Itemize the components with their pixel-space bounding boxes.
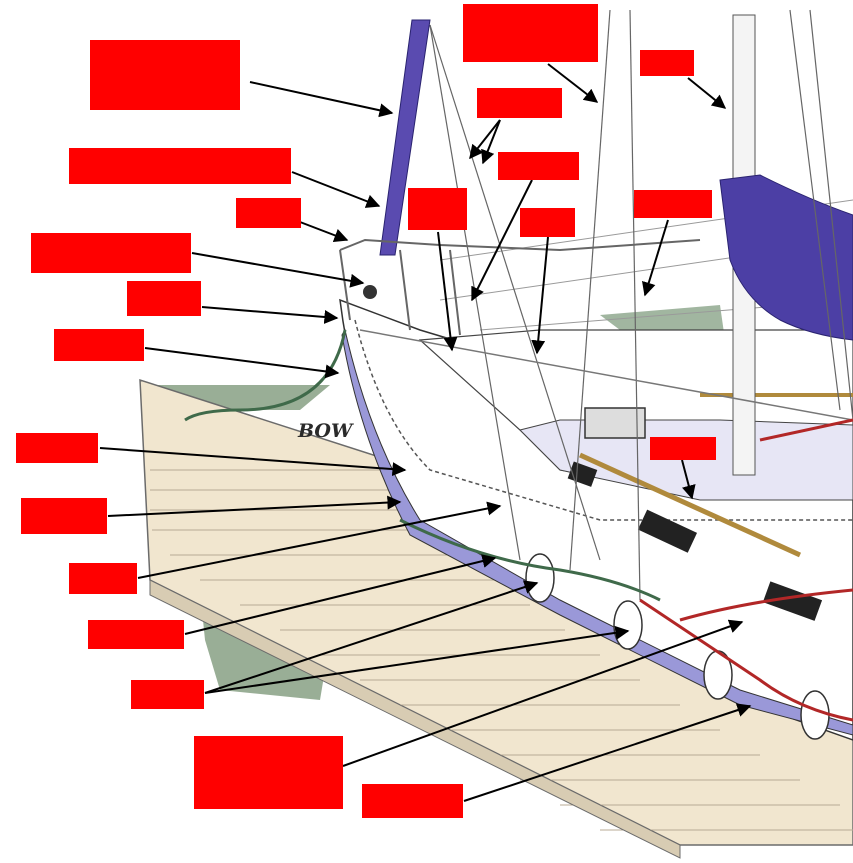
label-box-14 [650,437,716,460]
label-box-8 [408,188,467,230]
label-box-21 [362,784,463,818]
label-box-4 [477,88,562,118]
label-box-20 [194,736,343,809]
hatch [585,408,645,438]
label-box-13 [54,329,144,361]
label-box-1 [90,40,240,110]
label-box-17 [69,563,137,594]
label-box-19 [131,680,204,709]
label-box-18 [88,620,184,649]
label-box-10 [634,190,712,218]
label-box-5 [69,148,291,184]
label-box-7 [236,198,301,228]
furler-drum [363,285,377,299]
hull-bow-text: BOW [297,420,354,442]
label-box-6 [498,152,579,180]
label-box-16 [21,498,107,534]
label-box-9 [520,208,575,237]
label-box-3 [640,50,694,76]
label-box-15 [16,433,98,463]
label-box-12 [127,281,201,316]
label-box-2 [463,4,598,62]
label-box-11 [31,233,191,273]
